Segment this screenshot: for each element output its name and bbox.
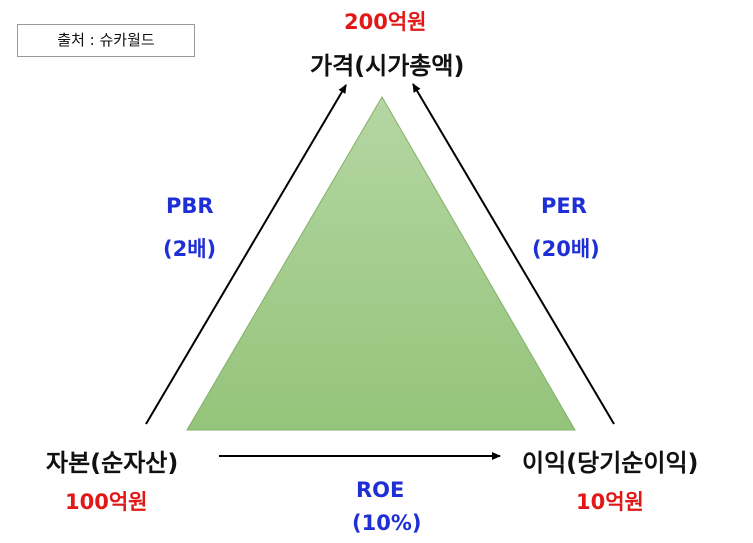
pbr-value: (2배) <box>163 237 217 261</box>
per-value: (20배) <box>532 237 600 261</box>
pbr-arrow <box>145 84 347 425</box>
source-box: 출처 : 슈카월드 <box>17 24 195 57</box>
roe-value: (10%) <box>352 511 422 535</box>
per-name: PER <box>541 194 587 218</box>
capital-value: 100억원 <box>65 490 148 514</box>
triangle-shape <box>186 96 576 431</box>
price-label: 가격(시가총액) <box>310 52 465 80</box>
per-arrow <box>412 83 615 425</box>
pbr-name: PBR <box>166 194 214 218</box>
roe-name: ROE <box>356 478 405 502</box>
profit-value: 10억원 <box>576 490 644 514</box>
profit-label: 이익(당기순이익) <box>522 449 699 477</box>
capital-label: 자본(순자산) <box>46 449 179 477</box>
source-text: 출처 : 슈카월드 <box>57 31 155 49</box>
price-value: 200억원 <box>344 10 427 34</box>
